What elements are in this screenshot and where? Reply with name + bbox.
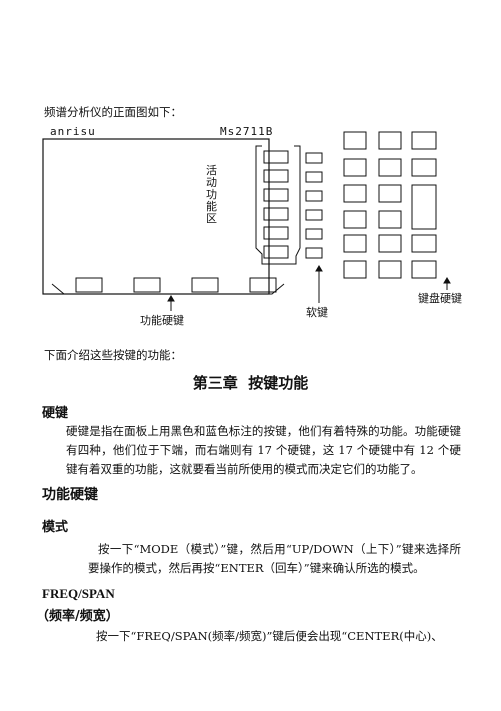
- soft-keys-label: 软键: [306, 305, 328, 319]
- model-label: Ms2711B: [220, 125, 273, 138]
- active-area-bracket: [255, 145, 301, 265]
- active-area-char-2: 动: [206, 176, 217, 189]
- display-screen: [42, 138, 270, 295]
- freq-body: 按一下“FREQ/SPAN(频率/频宽)”键后便会出现“CENTER(中心)、: [96, 629, 443, 643]
- mode-heading: 模式: [42, 520, 69, 535]
- brand-label: anrisu: [50, 125, 96, 138]
- active-area-char-5: 区: [206, 212, 217, 225]
- soft-keys: [305, 152, 323, 259]
- section2-heading: 功能硬键: [42, 487, 98, 503]
- mode-body: 按一下“MODE（模式）”键，然后用“UP/DOWN（上下）”键来选择所要操作的…: [88, 542, 461, 575]
- intro-text: 频谱分析仪的正面图如下：: [44, 105, 182, 119]
- active-area-char-1: 活: [206, 164, 217, 177]
- hardkeys-body: 硬键是指在面板上用黑色和蓝色标注的按键，他们有着特殊的功能。功能硬键有四种，他们…: [66, 424, 461, 476]
- function-keys: [75, 277, 277, 293]
- chapter-title: 第三章 按键功能: [192, 374, 309, 392]
- keypad-keys: [343, 131, 437, 279]
- front-panel-diagram: anrisu Ms2711B 活 动 功 能 区: [42, 125, 462, 327]
- freq-subheading: （频率/频宽）: [36, 609, 119, 624]
- intro2-text: 下面介绍这些按键的功能：: [44, 348, 182, 362]
- active-area-char-3: 功: [206, 188, 217, 201]
- active-area-char-4: 能: [206, 199, 217, 213]
- active-area-keys: [263, 150, 289, 259]
- keypad-label: 键盘硬键: [418, 291, 462, 305]
- freq-heading: FREQ/SPAN: [42, 586, 115, 601]
- hardkeys-heading: 硬键: [42, 406, 69, 421]
- function-keys-bracket: [51, 283, 285, 295]
- function-keys-label: 功能硬键: [140, 313, 184, 327]
